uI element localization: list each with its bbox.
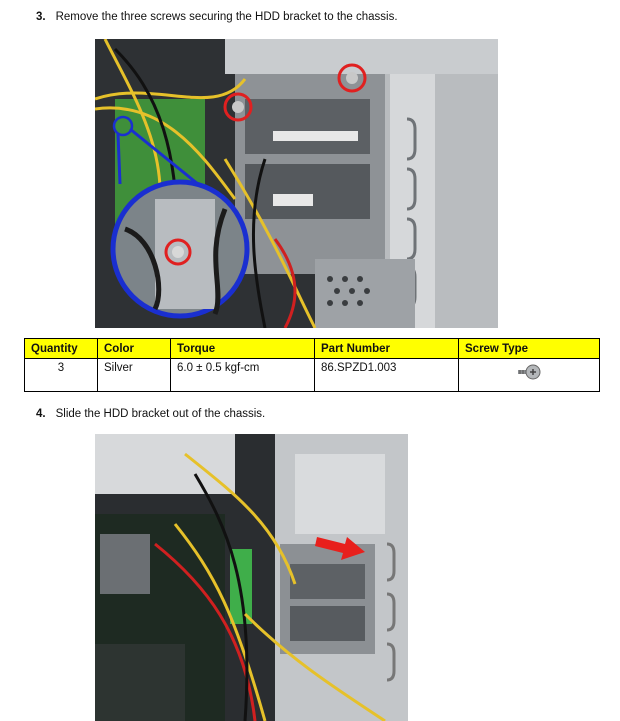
screw-icon [518,364,541,380]
magnify-callout [110,127,250,319]
step-number: 3. [36,11,46,23]
slide-direction-arrow [315,537,365,560]
cell-torque: 6.0 ± 0.5 kgf-cm [170,358,315,392]
hdd-bracket-slide-out-photo [95,434,408,721]
cell-quantity: 3 [24,358,98,392]
step-3: 3. Remove the three screws securing the … [36,11,398,23]
col-quantity: Quantity [24,338,98,359]
hdd-bracket-screws-photo [95,39,498,328]
col-torque: Torque [170,338,315,359]
col-color: Color [97,338,171,359]
screw-callout [112,115,134,137]
screw-callout [223,92,253,122]
step-text: Remove the three screws securing the HDD… [55,11,398,23]
table-header-row: Quantity Color Torque Part Number Screw … [24,338,600,359]
cell-color: Silver [97,358,171,392]
step-number: 4. [36,408,46,420]
table-row: 3 Silver 6.0 ± 0.5 kgf-cm 86.SPZD1.003 [24,358,600,392]
col-screw-type: Screw Type [458,338,600,359]
cell-screw-type [458,358,600,392]
col-part-number: Part Number [314,338,459,359]
screw-callout [337,63,367,93]
step-4: 4. Slide the HDD bracket out of the chas… [36,408,265,420]
cell-part-number: 86.SPZD1.003 [314,358,459,392]
screw-spec-table: Quantity Color Torque Part Number Screw … [24,338,600,392]
step-text: Slide the HDD bracket out of the chassis… [55,408,266,420]
